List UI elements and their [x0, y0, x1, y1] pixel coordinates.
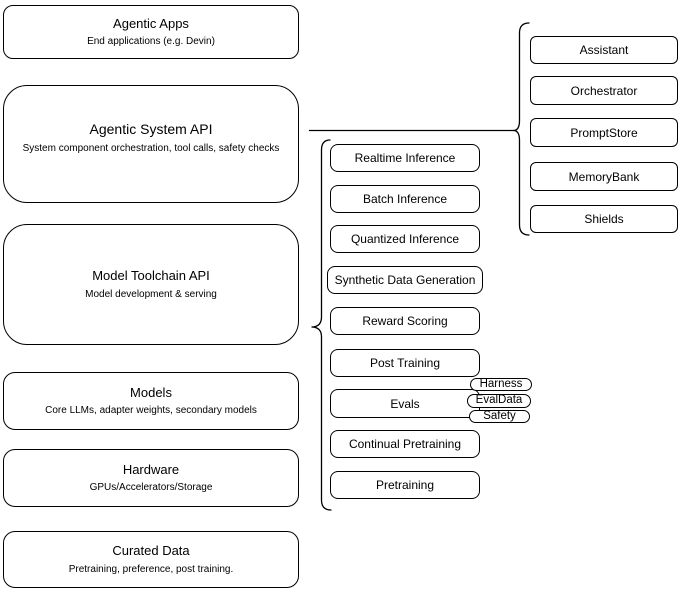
node-label: Continual Pretraining — [348, 437, 462, 451]
node-label: Realtime Inference — [354, 151, 456, 165]
node-subtitle: System component orchestration, tool cal… — [22, 142, 280, 154]
node-title: Agentic Apps — [113, 15, 189, 31]
node-hardware: Hardware GPUs/Accelerators/Storage — [3, 449, 299, 507]
pill-label: Safety — [483, 409, 516, 422]
node-memorybank: MemoryBank — [530, 162, 678, 191]
node-title: Model Toolchain API — [92, 268, 210, 284]
node-label: Evals — [390, 396, 420, 411]
node-batch-inference: Batch Inference — [330, 185, 480, 213]
toolchain-components-brace — [311, 139, 332, 511]
pill-harness: Harness — [470, 378, 532, 391]
node-subtitle: GPUs/Accelerators/Storage — [89, 482, 213, 494]
node-subtitle: End applications (e.g. Devin) — [87, 36, 215, 48]
node-label: Shields — [584, 212, 624, 226]
node-title: Hardware — [122, 461, 180, 477]
node-quantized-inference: Quantized Inference — [330, 225, 480, 253]
pill-safety: Safety — [469, 410, 530, 423]
node-synthetic-data-generation: Synthetic Data Generation — [327, 266, 483, 294]
node-label: Assistant — [579, 43, 629, 57]
pill-label: Harness — [479, 377, 523, 390]
node-subtitle: Pretraining, preference, post training. — [68, 563, 234, 575]
pill-label: EvalData — [475, 394, 523, 407]
pill-evaldata: EvalData — [467, 394, 531, 408]
node-realtime-inference: Realtime Inference — [330, 144, 480, 172]
node-promptstore: PromptStore — [530, 118, 678, 147]
node-label: Synthetic Data Generation — [334, 273, 476, 287]
node-models: Models Core LLMs, adapter weights, secon… — [3, 372, 299, 430]
node-subtitle: Core LLMs, adapter weights, secondary mo… — [45, 405, 257, 417]
node-label: Reward Scoring — [362, 314, 448, 328]
system-components-brace — [513, 22, 530, 236]
node-subtitle: Model development & serving — [85, 288, 217, 300]
node-model-toolchain-api: Model Toolchain API Model development & … — [3, 224, 299, 345]
node-label: MemoryBank — [568, 169, 640, 184]
node-curated-data: Curated Data Pretraining, preference, po… — [3, 531, 299, 588]
node-label: Post Training — [369, 356, 441, 370]
node-label: PromptStore — [570, 125, 638, 140]
node-label: Pretraining — [375, 478, 435, 492]
node-label: Orchestrator — [570, 83, 638, 98]
node-label: Quantized Inference — [350, 232, 460, 246]
node-agentic-system-api: Agentic System API System component orch… — [3, 85, 299, 203]
node-post-training: Post Training — [330, 349, 480, 377]
node-reward-scoring: Reward Scoring — [330, 307, 480, 335]
node-orchestrator: Orchestrator — [530, 76, 678, 105]
node-title: Agentic System API — [89, 121, 213, 138]
node-evals: Evals — [330, 389, 480, 418]
node-label: Batch Inference — [362, 192, 448, 206]
node-pretraining: Pretraining — [330, 471, 480, 499]
node-title: Models — [130, 384, 172, 400]
node-agentic-apps: Agentic Apps End applications (e.g. Devi… — [3, 5, 299, 59]
node-shields: Shields — [530, 205, 678, 233]
node-title: Curated Data — [112, 543, 190, 559]
node-assistant: Assistant — [530, 36, 678, 64]
node-continual-pretraining: Continual Pretraining — [330, 430, 480, 458]
